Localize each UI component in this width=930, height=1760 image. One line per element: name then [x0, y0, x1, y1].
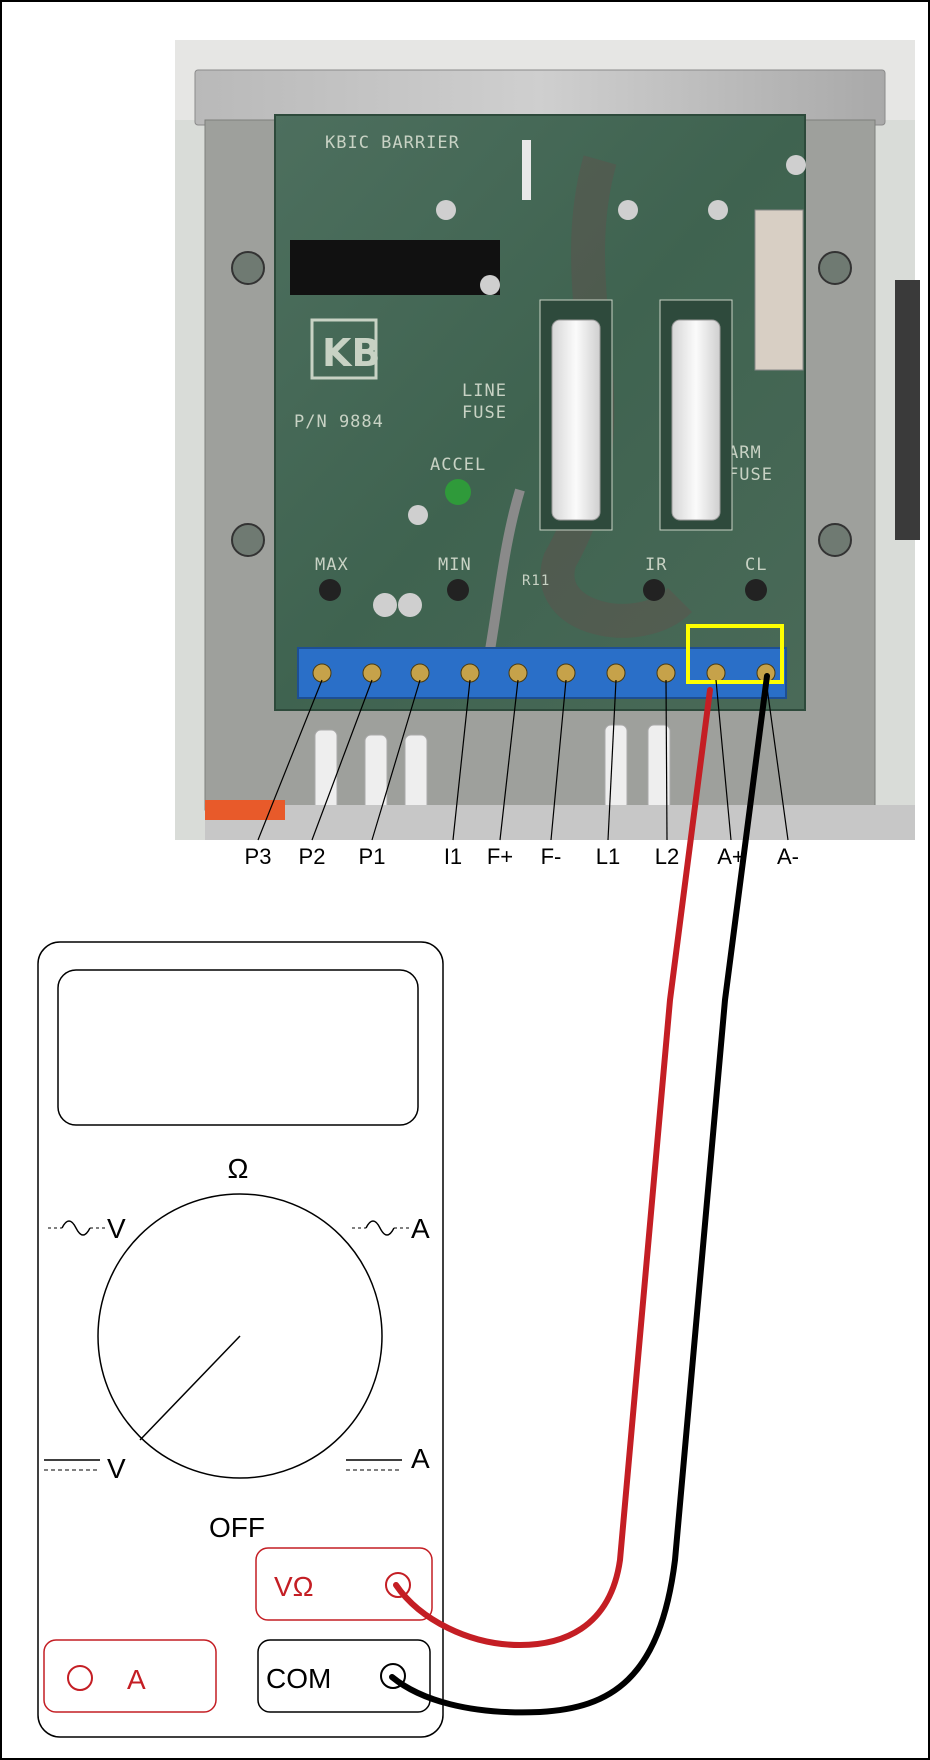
svg-text:ARM: ARM: [728, 443, 762, 463]
vohm-jack-label: VΩ: [274, 1571, 314, 1602]
cl-pot: [745, 579, 767, 601]
cl-label: CL: [745, 555, 767, 575]
terminal-screw-aplus: [706, 663, 726, 683]
armature-terminal-highlight: [686, 624, 784, 684]
terminal-label-l1: L1: [596, 844, 620, 869]
ac-sine-icon: [352, 1220, 410, 1236]
ir-label: IR: [645, 555, 667, 575]
leader-line-l1: [607, 679, 617, 841]
terminal-label-aminus: A-: [777, 844, 799, 869]
dial-label-ohm: Ω: [228, 1153, 249, 1184]
svg-text:R11: R11: [522, 573, 550, 589]
ac-amps-position[interactable]: A: [352, 1213, 430, 1244]
svg-text:LINE: LINE: [462, 381, 507, 401]
terminal-screws: [312, 663, 776, 683]
ac-amps-label: A: [411, 1213, 430, 1244]
leader-line-fminus: [550, 679, 567, 841]
leader-line-p2: [311, 679, 373, 841]
accel-pot: [445, 479, 471, 505]
leader-line-aplus: [715, 679, 732, 841]
vohm-jack[interactable]: VΩ: [255, 1547, 433, 1621]
ac-volts-label: V: [107, 1213, 126, 1244]
amps-jack[interactable]: A: [43, 1639, 217, 1713]
amps-jack-label: A: [127, 1664, 146, 1695]
min-label: MIN: [438, 555, 472, 575]
red-test-lead[interactable]: [393, 687, 713, 1649]
capacitor: [754, 209, 804, 371]
terminal-label-l2: L2: [655, 844, 679, 869]
leader-line-i1: [452, 679, 471, 841]
terminal-screw-i1: [460, 663, 480, 683]
svg-text:FUSE: FUSE: [728, 465, 773, 485]
terminal-screw-p2: [362, 663, 382, 683]
max-pot: [319, 579, 341, 601]
side-bracket: [895, 280, 920, 540]
terminal-label-p2: P2: [299, 844, 326, 869]
arm-fuse: [671, 319, 721, 521]
min-pot: [447, 579, 469, 601]
terminal-screw-fminus: [556, 663, 576, 683]
terminal-label-fplus: F+: [487, 844, 513, 869]
dc-volts-label: V: [107, 1453, 126, 1484]
drive-board-photo: KBIC BARRIER KB P/N 9884 LINE FUSE ARM F…: [175, 40, 920, 840]
part-number: P/N 9884: [294, 412, 384, 432]
dc-amps-position[interactable]: A: [346, 1443, 430, 1474]
jumper-wire: [485, 488, 525, 651]
max-label: MAX: [315, 555, 349, 575]
terminal-label-i1: I1: [444, 844, 462, 869]
mount-screw: [231, 523, 265, 557]
kb-logo: KB: [322, 331, 380, 375]
jack-socket-icon: [67, 1665, 93, 1691]
leader-line-aminus: [765, 679, 789, 841]
leader-line-p3: [257, 679, 323, 841]
dc-line-icon: [346, 1459, 402, 1471]
ic-chip: [290, 240, 500, 295]
leader-line-fplus: [499, 679, 519, 841]
ir-pot: [643, 579, 665, 601]
board-title: KBIC BARRIER: [325, 133, 460, 153]
ac-volts-position[interactable]: V: [48, 1213, 126, 1244]
dc-volts-position[interactable]: V: [44, 1453, 126, 1484]
dc-line-icon: [44, 1459, 100, 1471]
selector-pointer: [139, 1335, 241, 1441]
leader-line-p1: [371, 679, 421, 841]
terminal-label-p3: P3: [245, 844, 272, 869]
terminal-screw-fplus: [508, 663, 528, 683]
terminal-screw-p3: [312, 663, 332, 683]
com-jack[interactable]: COM: [257, 1639, 431, 1713]
terminal-label-fminus: F-: [541, 844, 562, 869]
meter-display: [57, 969, 419, 1126]
terminal-screw-p1: [410, 663, 430, 683]
terminal-screw-l1: [606, 663, 626, 683]
svg-text:FUSE: FUSE: [462, 403, 507, 423]
mount-screw: [818, 251, 852, 285]
dc-amps-label: A: [411, 1443, 430, 1474]
black-test-lead[interactable]: [389, 673, 770, 1716]
line-fuse: [551, 319, 601, 521]
mount-screw: [231, 251, 265, 285]
ac-sine-icon: [48, 1220, 106, 1236]
mount-screw: [818, 523, 852, 557]
com-jack-label: COM: [266, 1663, 331, 1694]
leader-line-l2: [665, 679, 668, 841]
terminal-label-p1: P1: [359, 844, 386, 869]
multimeter: Ω V A V: [37, 941, 444, 1738]
terminal-leader-lines: [257, 679, 789, 841]
dial-label-off: OFF: [209, 1512, 265, 1543]
accel-label: ACCEL: [430, 455, 486, 475]
terminal-screw-l2: [656, 663, 676, 683]
